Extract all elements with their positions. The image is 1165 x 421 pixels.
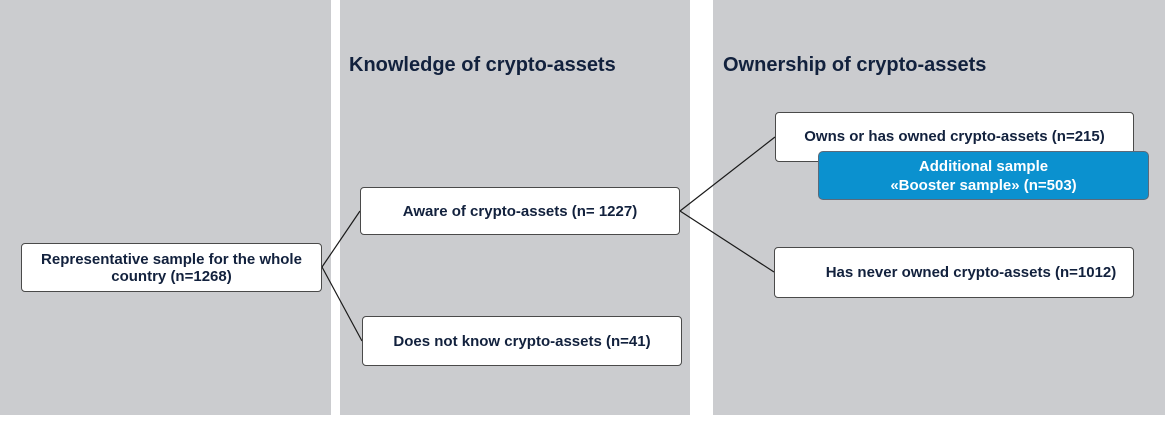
node-representative-sample: Representative sample for the whole coun…	[21, 243, 322, 292]
connector-representative-to-aware	[321, 210, 361, 268]
booster-line-1: Additional sample	[918, 157, 1049, 175]
node-aware-label: Aware of crypto-assets (n= 1227)	[402, 202, 638, 220]
heading-ownership: Ownership of crypto-assets	[723, 54, 987, 76]
booster-line-2: «Booster sample» (n=503)	[890, 176, 1077, 194]
node-never-label: Has never owned crypto-assets (n=1012)	[825, 264, 1117, 281]
connector-aware-to-owns	[679, 136, 776, 212]
node-never-owned: Has never owned crypto-assets (n=1012)	[774, 247, 1134, 298]
connector-aware-to-never	[679, 210, 775, 273]
node-aware: Aware of crypto-assets (n= 1227)	[360, 187, 680, 235]
node-not-know: Does not know crypto-assets (n=41)	[362, 316, 682, 366]
panel-sample	[0, 0, 331, 415]
node-not-know-label: Does not know crypto-assets (n=41)	[393, 332, 651, 350]
node-booster-sample: Additional sample «Booster sample» (n=50…	[818, 151, 1149, 200]
heading-knowledge: Knowledge of crypto-assets	[349, 54, 616, 76]
connector-representative-to-not-know	[321, 266, 363, 342]
panel-ownership	[713, 0, 1165, 415]
node-owns-label: Owns or has owned crypto-assets (n=215)	[804, 128, 1105, 145]
node-representative-label: Representative sample for the whole coun…	[41, 250, 302, 285]
